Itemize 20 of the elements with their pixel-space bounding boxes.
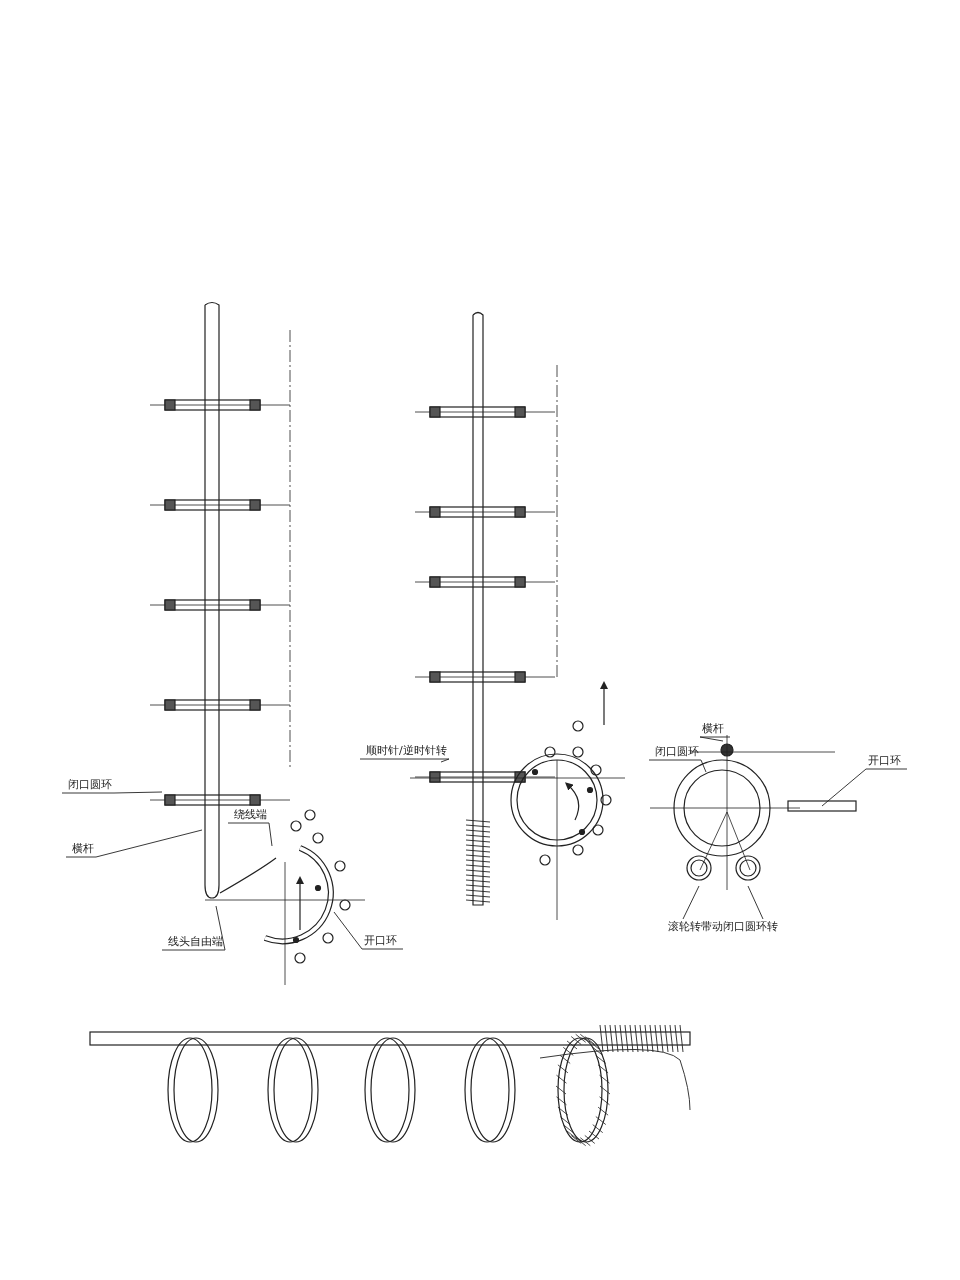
leader-line	[682, 885, 700, 920]
part-label: 开口环	[868, 754, 901, 768]
leader-line	[648, 759, 707, 773]
part-label: 线头自由端	[168, 935, 223, 949]
leader-line	[359, 758, 450, 763]
part-label: 横杆	[702, 722, 724, 736]
part-label: 滚轮转带动闭口圆环转	[668, 920, 778, 934]
leader-line	[227, 822, 273, 847]
part-label: 闭口圆环	[655, 745, 699, 759]
leader-line	[161, 905, 226, 951]
part-label: 顺时针/逆时针转	[366, 744, 447, 758]
leader-line	[747, 885, 764, 920]
leader-line	[65, 829, 203, 858]
part-label: 横杆	[72, 842, 94, 856]
leader-line	[821, 768, 908, 807]
leader-line	[61, 791, 163, 794]
part-label: 闭口圆环	[68, 778, 112, 792]
leader-line	[333, 911, 404, 950]
part-label: 绕线端	[234, 808, 267, 822]
part-label: 开口环	[364, 934, 397, 948]
